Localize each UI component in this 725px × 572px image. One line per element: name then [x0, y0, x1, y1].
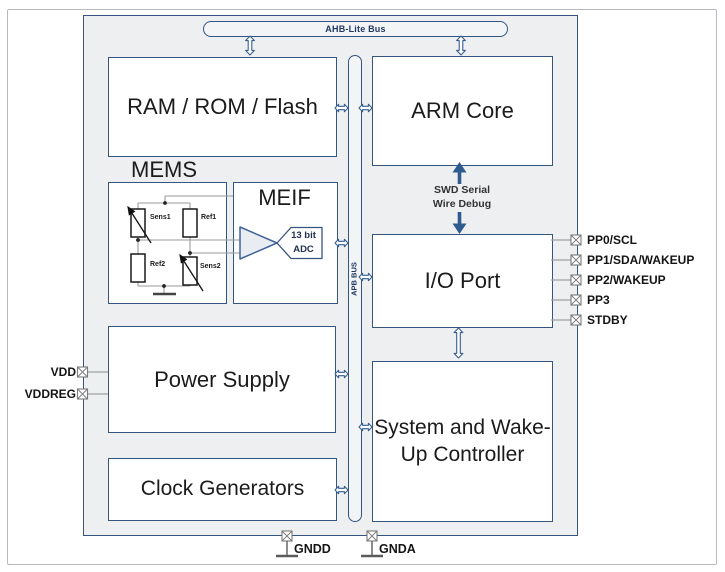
block-power-supply: Power Supply: [108, 326, 336, 433]
ram-label: RAM / ROM / Flash: [127, 94, 318, 119]
sens2-label: Sens2: [200, 263, 221, 270]
swd-caption-line2: Wire Debug: [432, 197, 492, 210]
mems-label: MEMS: [131, 157, 197, 182]
power-supply-label: Power Supply: [154, 366, 290, 392]
swd-debug-caption: SWD Serial Wire Debug: [420, 184, 504, 211]
block-clock-generators: Clock Generators: [108, 458, 337, 521]
pin-label-pp0-scl: PP0/SCL: [587, 233, 638, 247]
meif-label: MEIF: [258, 185, 311, 210]
swd-caption-line1: SWD Serial: [433, 184, 491, 196]
adc-label-line1: 13 bit: [291, 230, 316, 241]
block-ram-rom-flash: RAM / ROM / Flash: [108, 57, 337, 157]
pin-label-vddreg: VDDREG: [24, 387, 76, 401]
ahb-lite-bus: AHB-Lite Bus: [203, 21, 508, 37]
block-mems: [108, 182, 227, 304]
pin-label-stdby: STDBY: [587, 313, 628, 327]
clock-label: Clock Generators: [140, 477, 305, 501]
adc-label-line2: ADC: [293, 244, 314, 255]
system-label-line1: System and Wake-: [374, 416, 551, 440]
ahb-bus-label: AHB-Lite Bus: [325, 24, 386, 34]
apb-bus: [348, 55, 362, 522]
arm-label: ARM Core: [411, 98, 514, 123]
system-label: System and Wake- Up Controller: [374, 415, 551, 468]
pin-label-pp2-wakeup: PP2/WAKEUP: [587, 273, 666, 287]
system-label-line2: Up Controller: [400, 442, 525, 466]
pin-label-pp3: PP3: [587, 293, 610, 307]
apb-bus-label: APB BUS: [349, 262, 359, 296]
block-system-wakeup-controller: System and Wake- Up Controller: [372, 361, 553, 522]
pin-label-gndd: GNDD: [294, 542, 331, 556]
sens1-label: Sens1: [150, 214, 171, 221]
io-port-label: I/O Port: [424, 268, 501, 293]
pin-label-gnda: GNDA: [379, 542, 416, 556]
ref1-label: Ref1: [201, 214, 217, 221]
block-io-port: I/O Port: [372, 234, 553, 328]
pin-label-vdd: VDD: [50, 365, 76, 379]
ref2-label: Ref2: [150, 261, 166, 268]
pin-label-pp1-sda-wakeup: PP1/SDA/WAKEUP: [587, 253, 695, 267]
block-arm-core: ARM Core: [372, 56, 553, 166]
